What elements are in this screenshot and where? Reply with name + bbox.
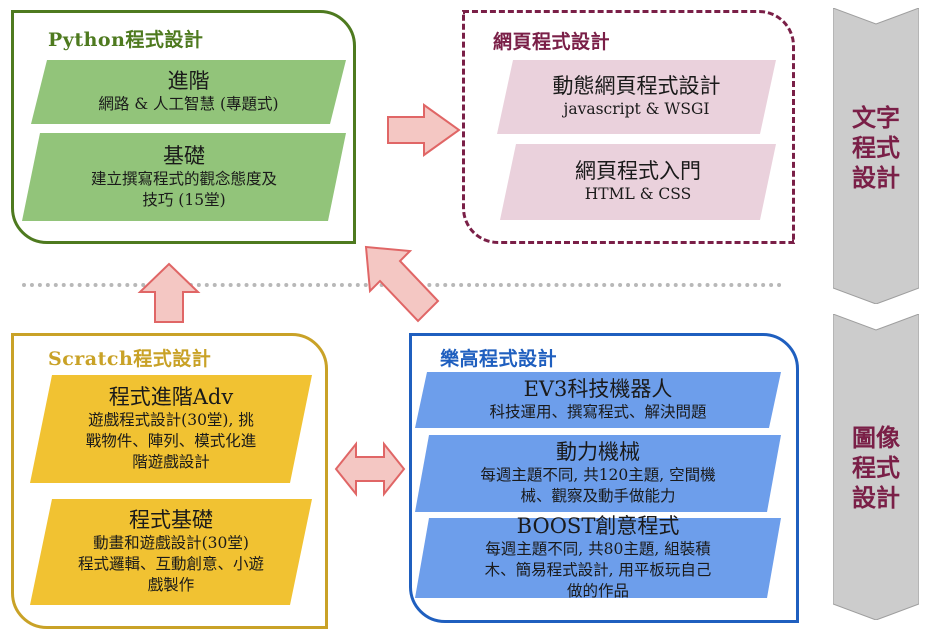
image-programming-label-1: 圖像 (852, 424, 900, 452)
web-dynamic-title: 動態網頁程式設計 (552, 74, 721, 98)
lego-title: 樂高程式設計 (440, 348, 558, 370)
lego-boost-desc-2: 木、簡易程式設計, 用平板玩自己 (484, 561, 712, 579)
lego-boost-title: BOOST創意程式 (516, 514, 680, 538)
chevron-image-programming: 圖像 程式 設計 (833, 314, 919, 620)
lego-ev3-title: EV3科技機器人 (523, 377, 673, 401)
scratch-basic-desc-1: 動畫和遊戲設計(30堂) (93, 534, 249, 552)
lego-power-card: 動力機械 每週主題不同, 共120主題, 空間機 械、觀察及動手做能力 (415, 435, 781, 512)
image-programming-label-2: 程式 (852, 454, 900, 482)
lego-ev3-card: EV3科技機器人 科技運用、撰寫程式、解決問題 (415, 372, 781, 428)
python-title: Python程式設計 (48, 29, 204, 51)
scratch-basic-card: 程式基礎 動畫和遊戲設計(30堂) 程式邏輯、互動創意、小遊 戲製作 (30, 499, 312, 605)
python-advanced-card: 進階 網路 & 人工智慧 (專題式) (31, 60, 346, 124)
scratch-title: Scratch程式設計 (48, 348, 212, 370)
lego-boost-desc-1: 每週主題不同, 共80主題, 組裝積 (485, 540, 711, 558)
lego-boost-desc-3: 做的作品 (566, 582, 629, 600)
python-advanced-title: 進階 (167, 69, 210, 93)
python-basic-desc-1: 建立撰寫程式的觀念態度及 (90, 169, 277, 188)
arrow-both-scratch-lego (334, 441, 406, 497)
web-intro-desc: HTML & CSS (584, 185, 692, 203)
scratch-advanced-card: 程式進階Adv 遊戲程式設計(30堂), 挑 戰物件、陣列、模式化進 階遊戲設計 (30, 375, 312, 483)
arrow-right-python-to-web (387, 103, 461, 157)
text-programming-label-2: 程式 (852, 134, 900, 162)
scratch-advanced-desc-1: 遊戲程式設計(30堂), 挑 (88, 411, 254, 429)
scratch-advanced-title: 程式進階Adv (108, 385, 234, 409)
scratch-basic-desc-2: 程式邏輯、互動創意、小遊 (77, 555, 264, 573)
scratch-advanced-desc-2: 戰物件、陣列、模式化進 (85, 432, 257, 450)
python-basic-title: 基礎 (163, 143, 205, 168)
scratch-advanced-desc-3: 階遊戲設計 (132, 453, 210, 471)
lego-power-desc-1: 每週主題不同, 共120主題, 空間機 (480, 466, 716, 484)
lego-power-title: 動力機械 (556, 440, 640, 464)
python-basic-desc-2: 技巧 (15堂) (142, 190, 226, 209)
arrow-up-scratch-to-python (137, 262, 201, 323)
lego-boost-card: BOOST創意程式 每週主題不同, 共80主題, 組裝積 木、簡易程式設計, 用… (415, 514, 781, 600)
web-dynamic-card: 動態網頁程式設計 javascript & WSGI (497, 60, 776, 134)
scratch-basic-title: 程式基礎 (129, 508, 213, 532)
lego-ev3-desc: 科技運用、撰寫程式、解決問題 (489, 403, 707, 421)
web-dynamic-desc: javascript & WSGI (563, 100, 710, 118)
web-intro-card: 網頁程式入門 HTML & CSS (500, 144, 776, 220)
python-advanced-desc: 網路 & 人工智慧 (專題式) (98, 95, 279, 113)
image-programming-label-3: 設計 (852, 484, 900, 512)
text-programming-label-3: 設計 (852, 164, 900, 192)
scratch-basic-desc-3: 戲製作 (147, 576, 195, 594)
python-basic-card: 基礎 建立撰寫程式的觀念態度及 技巧 (15堂) (22, 133, 346, 221)
chevron-text-programming: 文字 程式 設計 (833, 8, 919, 304)
lego-power-desc-2: 械、觀察及動手做能力 (520, 487, 676, 505)
text-programming-label-1: 文字 (852, 104, 900, 132)
arrow-diagonal-lego-to-web (364, 245, 440, 323)
web-intro-title: 網頁程式入門 (575, 159, 701, 183)
web-title: 網頁程式設計 (493, 31, 611, 53)
